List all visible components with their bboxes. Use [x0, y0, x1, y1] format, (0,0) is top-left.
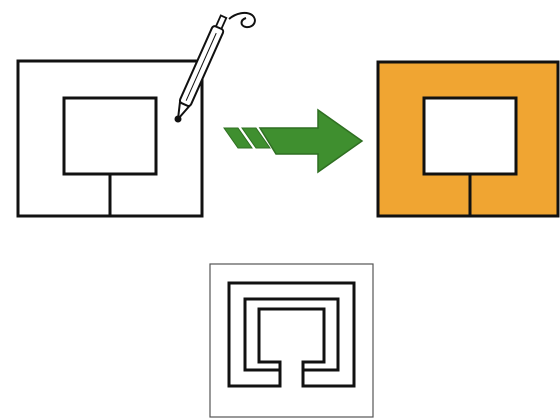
- pen-icon-cap: [216, 15, 226, 28]
- pen-icon-cord-loop: [229, 13, 255, 27]
- arrow-right-icon: [224, 110, 362, 172]
- filled-panel-inner-room: [424, 98, 516, 174]
- example-panel: [210, 264, 373, 417]
- filled-panel: [378, 62, 558, 216]
- arrow-icon-head: [260, 110, 362, 172]
- outline-panel: [18, 61, 202, 216]
- outline-panel-inner-room: [64, 98, 156, 174]
